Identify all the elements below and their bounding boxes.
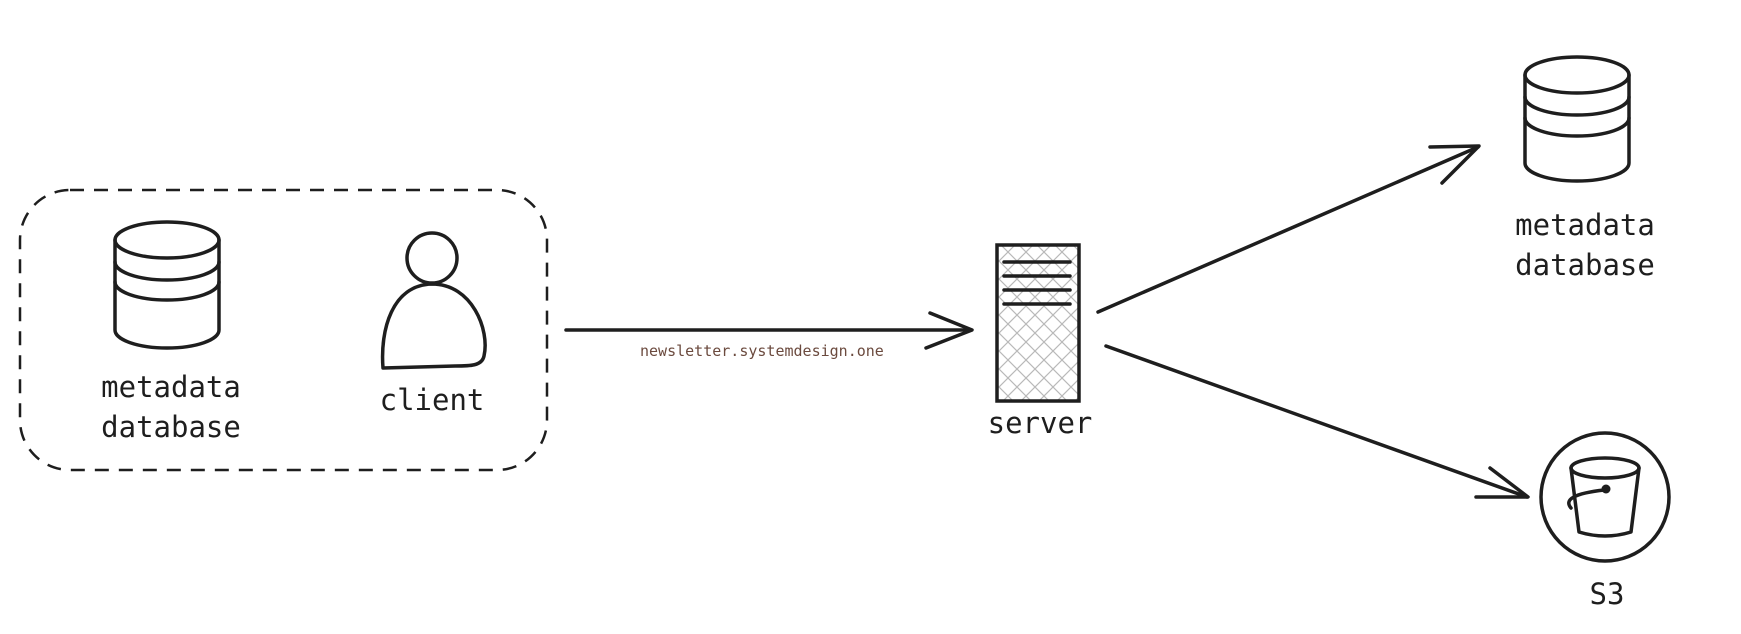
client-group-boundary <box>18 188 549 472</box>
remote-db-label-line1: metadata <box>1515 208 1655 242</box>
client-label: client <box>380 383 485 417</box>
remote-db-label-line2: database <box>1515 248 1655 282</box>
server-label: server <box>988 406 1093 440</box>
client-user-icon <box>380 231 487 370</box>
s3-label: S3 <box>1590 577 1625 611</box>
watermark-text: newsletter.systemdesign.one <box>640 342 884 360</box>
s3-bucket-icon <box>1539 431 1671 563</box>
remote-database-icon <box>1523 55 1631 183</box>
arrow-server-to-s3 <box>1104 344 1530 499</box>
client-db-label-line2: database <box>101 410 241 444</box>
arrow-client-to-server <box>564 311 974 350</box>
client-side-database-icon <box>113 220 221 350</box>
arrow-server-to-metadata-db <box>1096 144 1481 314</box>
server-icon <box>995 243 1081 403</box>
client-db-label-line1: metadata <box>101 370 241 404</box>
